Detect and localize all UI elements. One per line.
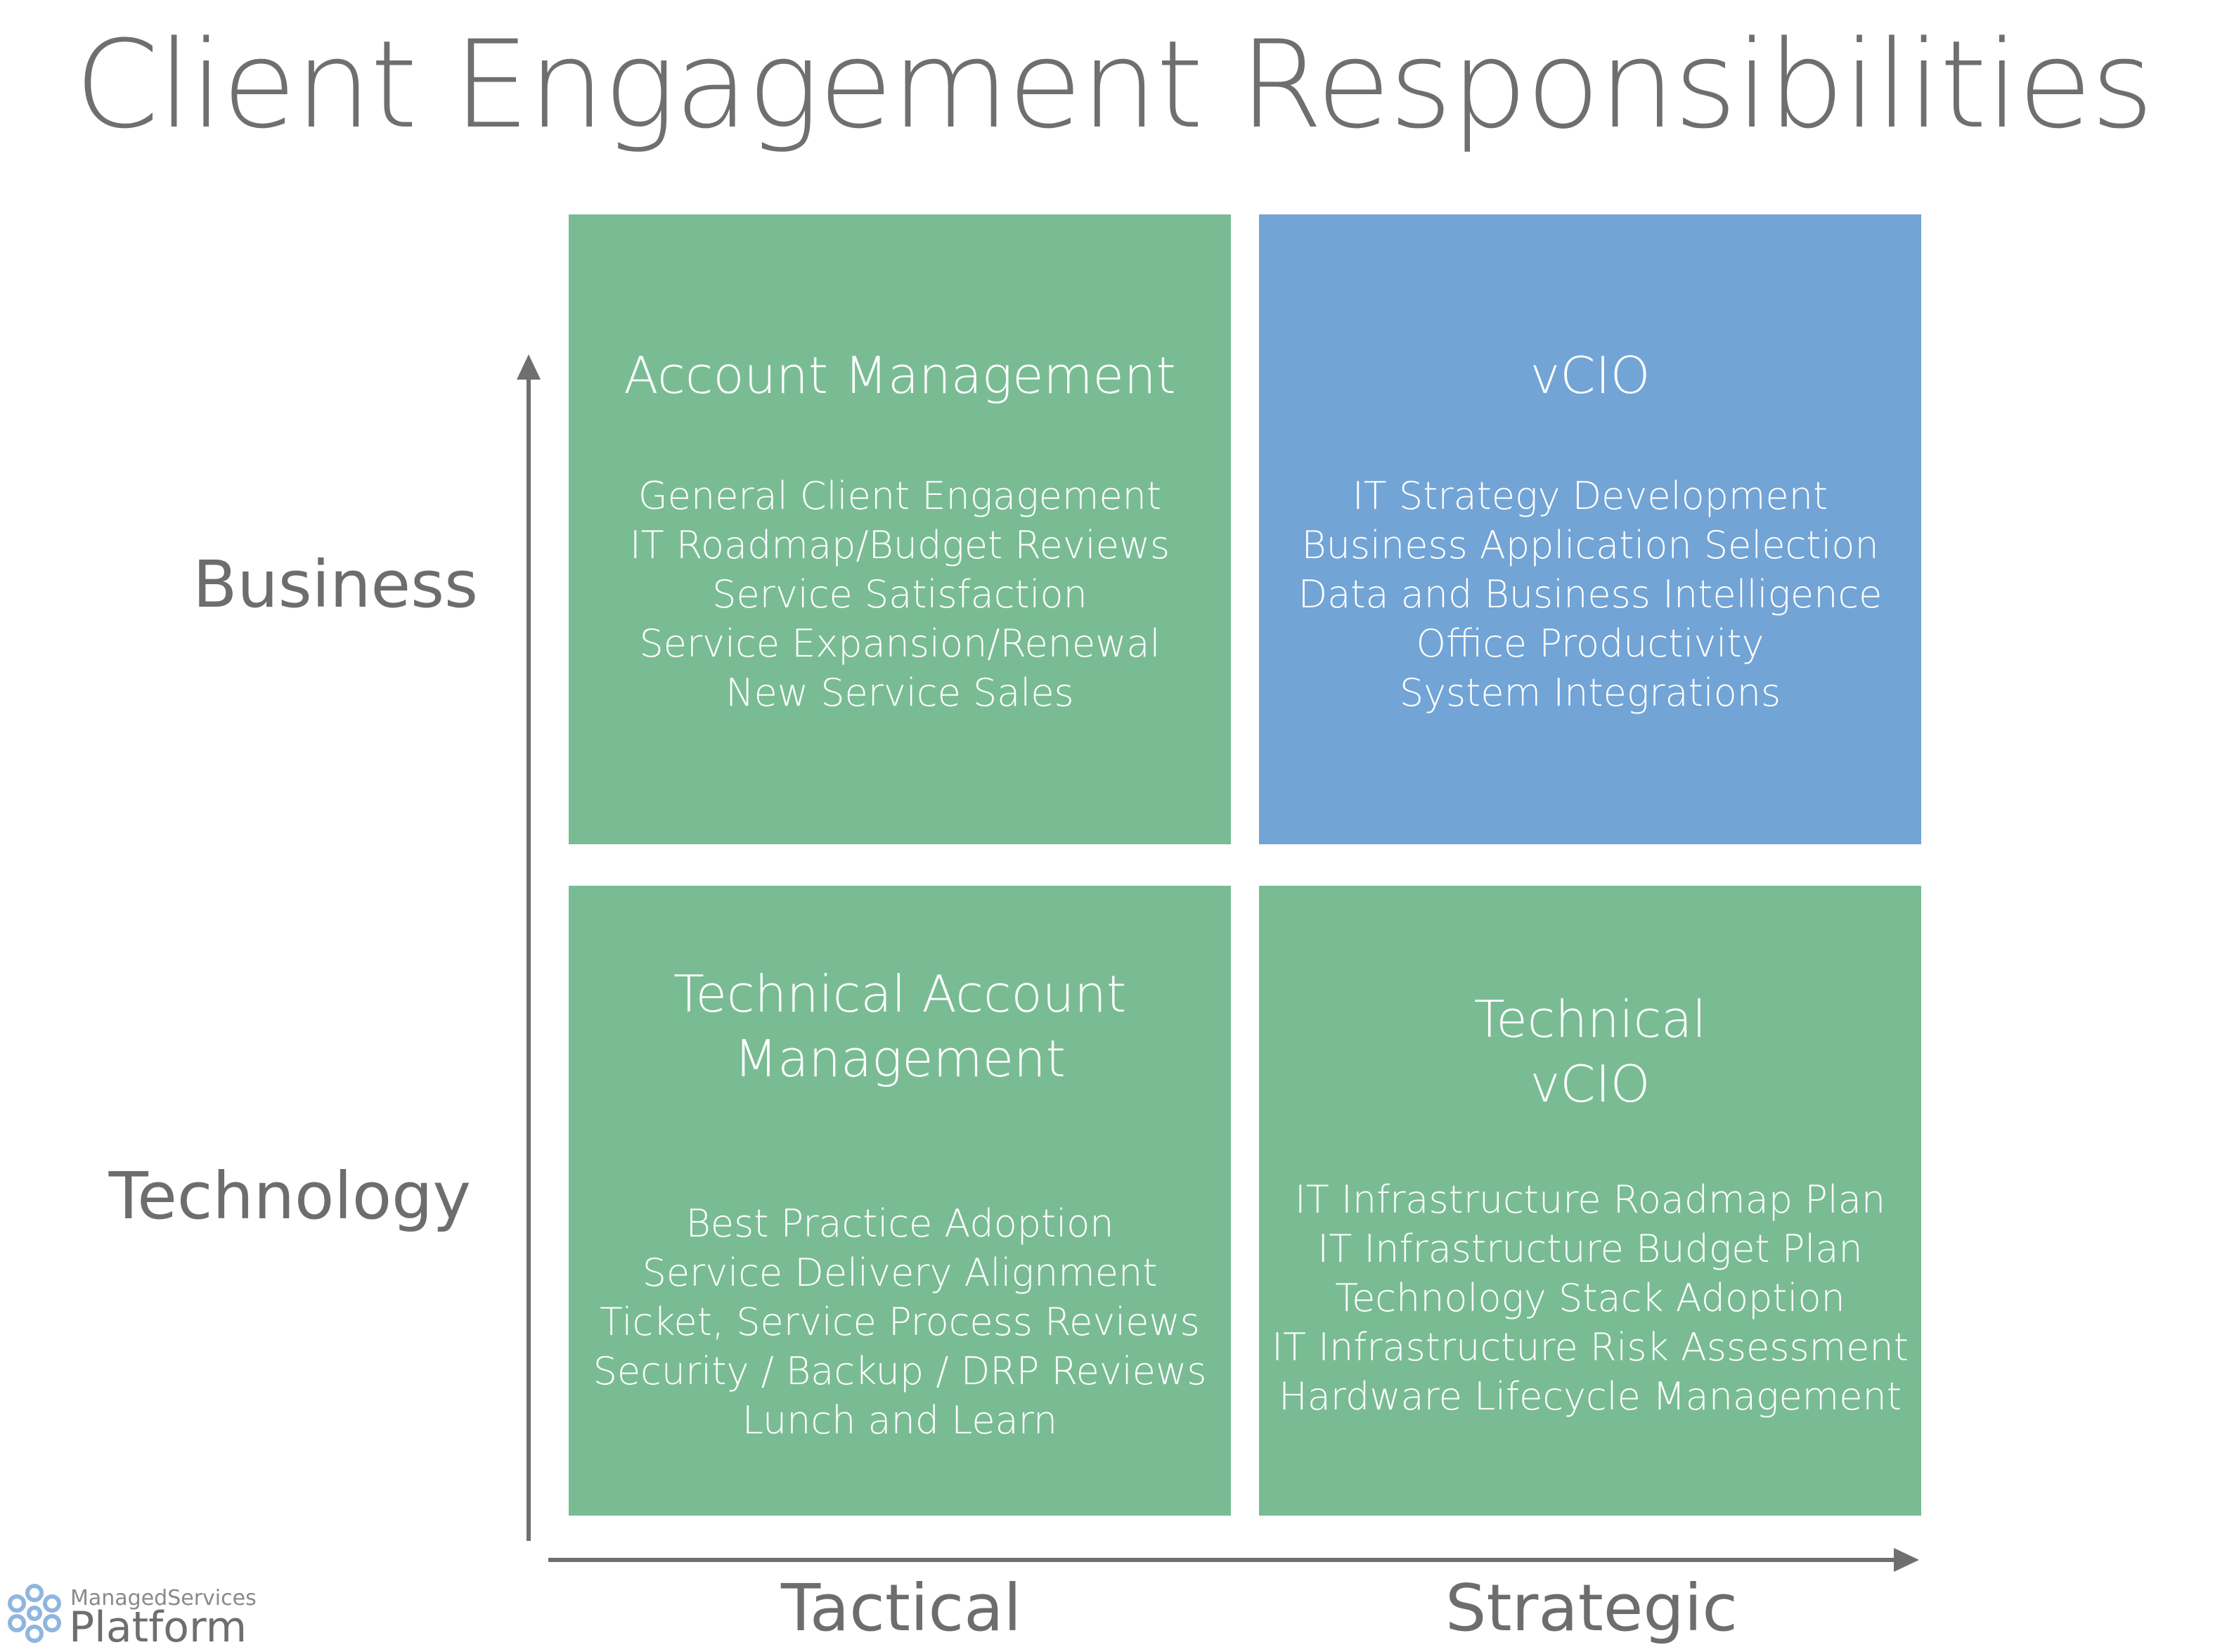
- list-item: IT Roadmap/Budget Reviews: [629, 523, 1170, 567]
- list-item: Security / Backup / DRP Reviews: [593, 1349, 1207, 1393]
- logo-large-text: Platform: [69, 1603, 247, 1652]
- quadrant-title: Technical vCIO: [1473, 990, 1707, 1114]
- list-item: Service Satisfaction: [712, 572, 1087, 617]
- list-item: IT Strategy Development: [1352, 474, 1828, 518]
- list-item: Business Application Selection: [1301, 523, 1879, 567]
- list-item: Technology Stack Adoption: [1335, 1276, 1845, 1320]
- horizontal-axis-arrow: [548, 1548, 1919, 1572]
- list-item: Service Delivery Alignment: [642, 1251, 1158, 1295]
- quadrant-item-list: Best Practice Adoption Service Delivery …: [569, 1199, 1231, 1445]
- list-item: Lunch and Learn: [742, 1398, 1058, 1443]
- column-label-strategic: Strategic: [1445, 1570, 1738, 1646]
- logo-small-text: ManagedServices: [70, 1586, 257, 1611]
- list-item: IT Infrastructure Budget Plan: [1317, 1227, 1863, 1271]
- row-label-technology: Technology: [108, 1159, 471, 1234]
- row-label-business: Business: [193, 547, 478, 622]
- quadrant-account-management: Account Management General Client Engage…: [569, 214, 1231, 844]
- quadrant-title: Technical Account Management: [673, 964, 1127, 1088]
- list-item: Service Expansion/Renewal: [639, 621, 1161, 666]
- quadrant-technical-vcio: Technical vCIO IT Infrastructure Roadmap…: [1259, 886, 1921, 1516]
- quadrant-item-list: IT Infrastructure Roadmap Plan IT Infras…: [1259, 1175, 1921, 1421]
- vertical-axis-arrow: [517, 354, 541, 1541]
- quadrant-vcio: vCIO IT Strategy Development Business Ap…: [1259, 214, 1921, 844]
- list-item: New Service Sales: [725, 671, 1074, 715]
- snowflake-asterisk-icon: [8, 1584, 61, 1643]
- list-item: System Integrations: [1399, 671, 1781, 715]
- list-item: IT Infrastructure Roadmap Plan: [1294, 1177, 1886, 1222]
- list-item: Data and Business Intelligence: [1298, 572, 1883, 617]
- diagram-title: Client Engagement Responsibilities: [75, 14, 2154, 155]
- list-item: Hardware Lifecycle Management: [1279, 1374, 1902, 1419]
- quadrant-title: Account Management: [624, 346, 1176, 405]
- list-item: IT Infrastructure Risk Assessment: [1272, 1325, 1909, 1369]
- quadrant-item-list: General Client Engagement IT Roadmap/Bud…: [569, 472, 1231, 718]
- quadrant-item-list: IT Strategy Development Business Applica…: [1259, 472, 1921, 718]
- quadrant-title: vCIO: [1530, 346, 1651, 405]
- list-item: Ticket, Service Process Reviews: [600, 1300, 1200, 1344]
- brand-logo: [3, 1582, 242, 1645]
- list-item: Best Practice Adoption: [685, 1201, 1114, 1246]
- list-item: General Client Engagement: [638, 474, 1162, 518]
- list-item: Office Productivity: [1416, 621, 1764, 666]
- column-label-tactical: Tactical: [780, 1570, 1022, 1646]
- quadrant-technical-account-management: Technical Account Management Best Practi…: [569, 886, 1231, 1516]
